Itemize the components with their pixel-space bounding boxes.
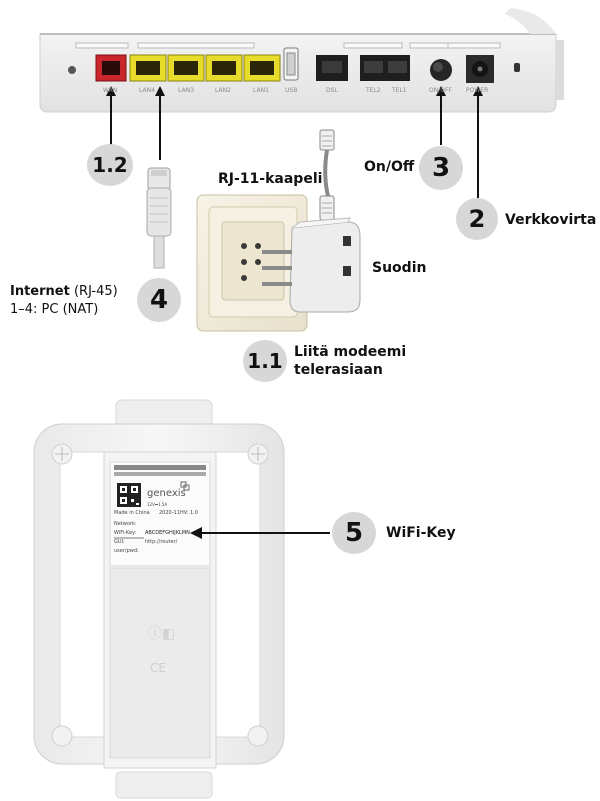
port-label-onoff: ON/OFF <box>429 87 452 94</box>
label-wifi-key: WiFi-Key <box>386 525 456 541</box>
port-label-tel2: TEL2 <box>366 87 381 94</box>
port-label-dsl: DSL <box>326 87 338 94</box>
ethernet-cable <box>146 167 172 269</box>
port-label-lan4: LAN4 <box>139 87 155 94</box>
sticker-date: 2020-11 <box>159 510 180 516</box>
port-label-usb: USB <box>285 87 298 94</box>
wall-socket <box>196 194 308 332</box>
svg-text:ⓘ◧: ⓘ◧ <box>148 626 175 642</box>
rj11-cable <box>319 129 335 221</box>
label-verkkovirta: Verkkovirta <box>505 212 597 228</box>
label-internet-bold: Internet <box>10 284 70 299</box>
sticker-gui-value: http://router/ <box>145 539 178 545</box>
sticker-gui-label: GUI: <box>114 539 125 545</box>
sticker-made-in: Made in China <box>114 510 150 516</box>
label-rj11-cable: RJ-11-kaapeli <box>218 171 323 187</box>
sticker-wifi-label: WiFi-Key: <box>114 530 137 536</box>
step-badge-1-1: 1.1 <box>243 340 287 382</box>
lan-ports <box>129 54 281 82</box>
port-label-tel1: TEL1 <box>392 87 407 94</box>
label-telerasiaan: telerasiaan <box>294 362 383 378</box>
filter-plug <box>262 217 361 313</box>
port-label-lan3: LAN3 <box>178 87 194 94</box>
step-badge-2: 2 <box>456 198 498 240</box>
svg-text:CE: CE <box>150 661 166 675</box>
label-pc-nat: 1–4: PC (NAT) <box>10 302 99 317</box>
port-label-lan1: LAN1 <box>253 87 269 94</box>
sticker-user-label: user/pwd: <box>114 548 139 554</box>
label-internet: Internet (RJ-45) <box>10 284 118 299</box>
port-label-wan: WAN <box>103 87 118 94</box>
label-suodin: Suodin <box>372 260 427 276</box>
router-bottom-holder: ⓘ◧ CE <box>33 399 330 799</box>
step-badge-1-2: 1.2 <box>87 144 133 186</box>
step-badge-5: 5 <box>332 512 376 554</box>
step-badge-3: 3 <box>419 146 463 190</box>
sticker-hw: HV: 1.0 <box>180 510 198 516</box>
sticker-brand: genexis <box>147 488 186 499</box>
sticker-rating: 12V⎓1.5A <box>147 502 168 507</box>
label-internet-rj45: (RJ-45) <box>69 284 118 299</box>
label-liita-modeemi: Liitä modeemi <box>294 344 407 360</box>
port-label-power: POWER <box>466 87 489 94</box>
step-badge-4: 4 <box>137 278 181 322</box>
sticker-network-label: Network: <box>114 521 137 527</box>
port-label-lan2: LAN2 <box>215 87 231 94</box>
label-onoff: On/Off <box>364 159 415 175</box>
sticker-wifi-value: ABCDEFGHIJKLMN <box>145 530 190 536</box>
